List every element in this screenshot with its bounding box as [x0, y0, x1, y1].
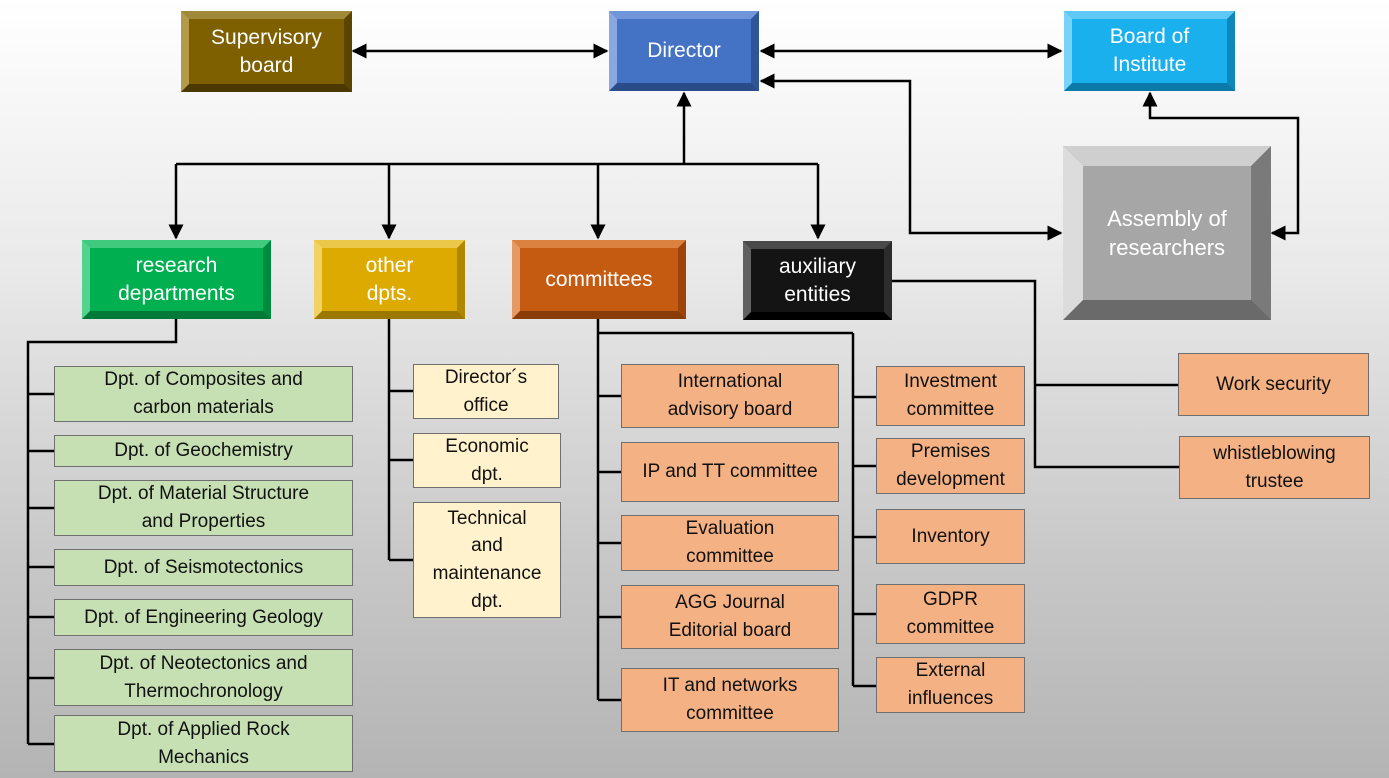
research-dpt-item: Dpt. of Geochemistry — [54, 435, 353, 467]
board-of-institute-box: Board of Institute — [1064, 11, 1235, 91]
research-dpt-item: Dpt. of Engineering Geology — [54, 599, 353, 636]
other-dpt-item: Economic dpt. — [413, 433, 561, 488]
supervisory-board-box: Supervisory board — [181, 11, 352, 92]
research-dpt-item: Dpt. of Neotectonics and Thermochronolog… — [54, 649, 353, 706]
research-departments-box: research departments — [82, 240, 271, 319]
other-dpt-item: Director´s office — [413, 364, 559, 419]
assembly-of-researchers-box: Assembly of researchers — [1063, 146, 1271, 320]
auxiliary-item: whistleblowing trustee — [1179, 436, 1370, 499]
committee-item: IP and TT committee — [621, 442, 839, 502]
committee-item: International advisory board — [621, 364, 839, 428]
research-dpt-item: Dpt. of Composites and carbon materials — [54, 366, 353, 422]
other-dpts-box: other dpts. — [314, 240, 465, 319]
arrow-director-assembly — [759, 73, 1063, 241]
committee-item: Premises development — [876, 438, 1025, 494]
committee-item: Evaluation committee — [621, 515, 839, 571]
research-tree-trunk — [26, 319, 178, 744]
auxiliary-item: Work security — [1178, 353, 1369, 416]
research-dpt-item: Dpt. of Seismotectonics — [54, 549, 353, 586]
committee-item: AGG Journal Editorial board — [621, 585, 839, 649]
director-box: Director — [609, 11, 759, 91]
arrow-board-assembly — [1142, 91, 1300, 241]
committee-item: GDPR committee — [876, 584, 1025, 644]
committees-box: committees — [512, 240, 686, 319]
research-dpt-item: Dpt. of Applied Rock Mechanics — [54, 715, 353, 772]
committee-item: External influences — [876, 657, 1025, 713]
committee-item: Investment committee — [876, 366, 1025, 426]
research-dpt-item: Dpt. of Material Structure and Propertie… — [54, 480, 353, 536]
other-dpt-item: Technical and maintenance dpt. — [413, 502, 561, 618]
auxiliary-entities-box: auxiliary entities — [743, 241, 892, 320]
committee-item: Inventory — [876, 509, 1025, 564]
auxiliary-tree-trunk — [891, 279, 1179, 469]
committee-item: IT and networks committee — [621, 668, 839, 732]
